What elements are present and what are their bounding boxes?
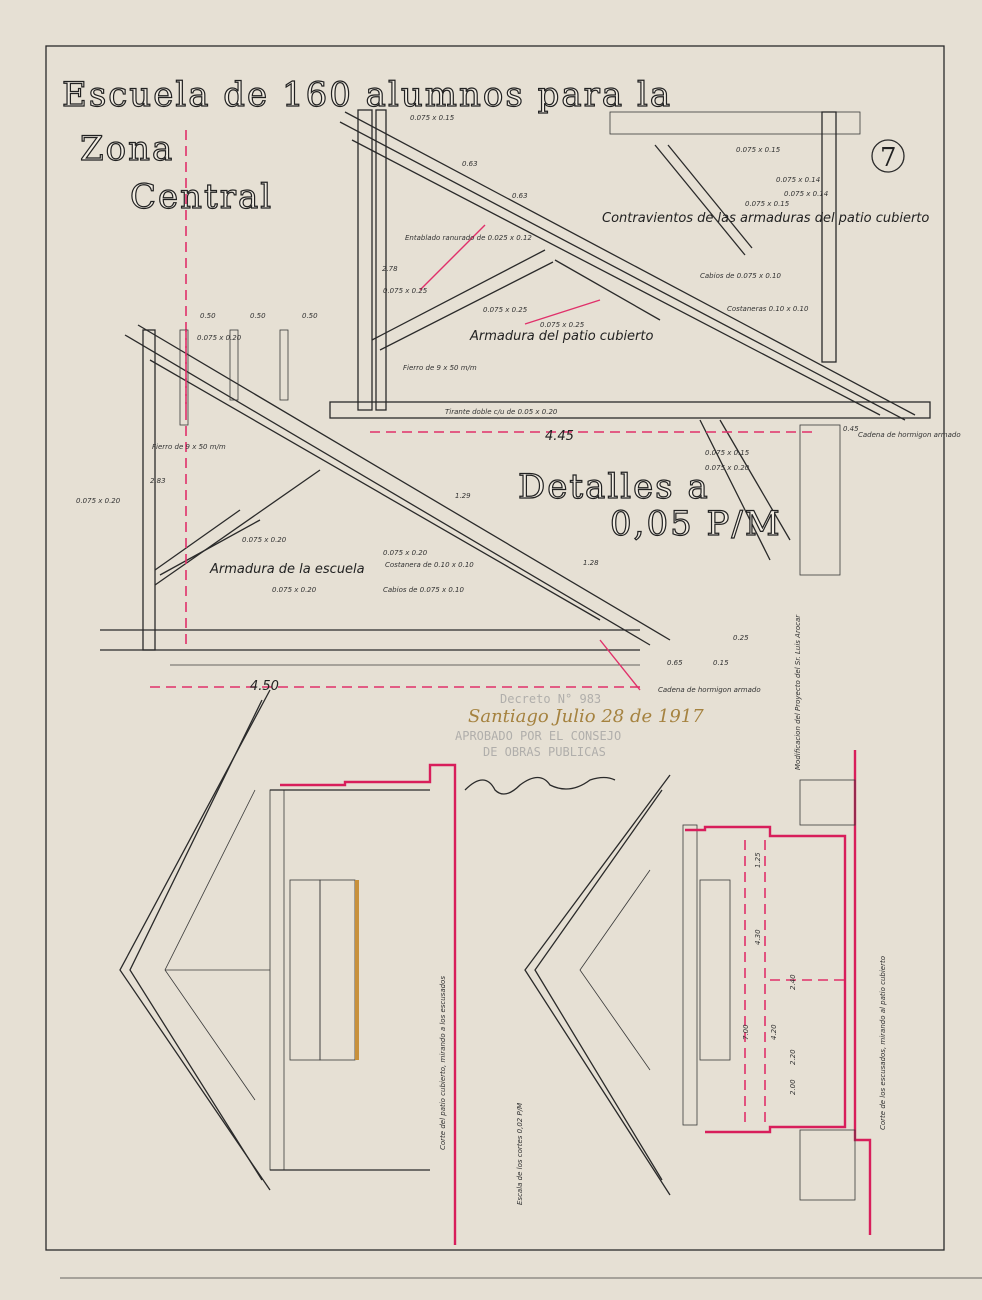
label: 0.25 [733, 634, 749, 642]
label: 0.075 x 0.20 [383, 549, 428, 557]
signature [464, 776, 616, 795]
dimension-span: 4.50 [250, 679, 279, 694]
upper-truss-labels: Armadura del patio cubierto 0.075 x 0.15… [382, 114, 961, 472]
label: 1.29 [455, 492, 471, 500]
dim-label: 2.20 [789, 1049, 797, 1065]
modificacion-note: Modificacion del Proyecto del Sr. Luis A… [794, 614, 802, 770]
label: 1.28 [583, 559, 599, 567]
label: 0.50 [200, 312, 216, 320]
label: 0.075 x 0.25 [383, 287, 428, 295]
label: 0.63 [462, 160, 478, 168]
upper-truss [185, 109, 931, 576]
label: 0.075 x 0.15 [410, 114, 455, 122]
scale-title-line-2: 0,05 P/M [610, 504, 782, 544]
lower-truss-labels: Armadura de la escuela 0.50 0.50 0.50 0.… [76, 312, 761, 694]
label: 0.075 x 0.25 [483, 306, 528, 314]
label: 0.075 x 0.20 [242, 536, 287, 544]
label: 0.075 x 0.20 [76, 497, 121, 505]
lower-truss [100, 324, 671, 691]
dim-label: 4.20 [770, 1024, 778, 1040]
bracing-caption: Contravientos de las armaduras del patio… [602, 211, 929, 226]
label: 0.075 x 0.15 [745, 200, 790, 208]
title-line-3: Central [130, 177, 273, 217]
dimension-span: 4.45 [545, 429, 574, 444]
stamp-line-3: APROBADO POR EL CONSEJO [455, 729, 621, 743]
title-line-2: Zona [80, 129, 174, 169]
label: Costanera de 0.10 x 0.10 [385, 561, 474, 569]
label: 0.50 [250, 312, 266, 320]
label: Fierro de 9 x 50 m/m [152, 443, 226, 451]
sheet-number-badge: 7 [871, 139, 905, 173]
stamp-date: Santiago Julio 28 de 1917 [468, 706, 704, 727]
label: 2.78 [382, 265, 398, 273]
label: Fierro de 9 x 50 m/m [403, 364, 477, 372]
label: 2.83 [150, 477, 166, 485]
corte-patio-caption: Corte del patio cubierto, mirando a los … [439, 976, 447, 1150]
label: Cabios de 0.075 x 0.10 [383, 586, 464, 594]
label: 0.075 x 0.15 [736, 146, 781, 154]
dim-label: 4.30 [754, 929, 762, 945]
dim-label: 2.40 [789, 974, 797, 990]
label: 0.50 [302, 312, 318, 320]
label: 0.075 x 0.25 [540, 321, 585, 329]
sheet-number: 7 [880, 143, 897, 173]
label: Costaneras 0.10 x 0.10 [727, 305, 809, 313]
label: Cadena de hormigon armado [658, 686, 761, 694]
sheet-title: Escuela de 160 alumnos para la Zona Cent… [61, 74, 672, 217]
label: 0.075 x 0.20 [705, 464, 750, 472]
lower-truss-caption: Armadura de la escuela [209, 562, 365, 577]
approval-stamp: Decreto N° 983 Santiago Julio 28 de 1917… [455, 692, 704, 795]
stamp-line-1: Decreto N° 983 [500, 692, 601, 706]
scale-title-line-1: Detalles a [518, 467, 710, 507]
label: Tirante doble c/u de 0.05 x 0.20 [445, 408, 558, 416]
upper-truss-caption: Armadura del patio cubierto [469, 329, 654, 344]
stamp-line-4: DE OBRAS PUBLICAS [483, 745, 606, 759]
escala-cortes: Escala de los cortes 0,02 P/M [516, 1103, 524, 1205]
section-patio-cubierto: Corte del patio cubierto, mirando a los … [119, 689, 457, 1245]
label: 0.075 x 0.20 [272, 586, 317, 594]
corte-escusados-caption: Corte de los escusados, mirando al patio… [879, 956, 887, 1130]
dim-label: 2.00 [789, 1079, 797, 1095]
label: 0.45 [843, 425, 859, 433]
label: 0.075 x 0.14 [784, 190, 828, 198]
label: Cadena de hormigon armado [858, 431, 961, 439]
label: Entablado ranurado de 0.025 x 0.12 [405, 234, 532, 242]
label: 0.15 [713, 659, 729, 667]
section-escusados: 1.25 4.30 2.40 7.00 4.20 2.20 2.00 Corte… [524, 750, 887, 1235]
label: Cabios de 0.075 x 0.10 [700, 272, 781, 280]
label: 0.075 x 0.20 [197, 334, 242, 342]
label: 0.65 [667, 659, 683, 667]
sheet-border [45, 45, 945, 1251]
label: 0.075 x 0.14 [776, 176, 820, 184]
title-line-1: Escuela de 160 alumnos para la [62, 75, 672, 115]
dim-label: 7.00 [742, 1024, 750, 1040]
label: 0.63 [512, 192, 528, 200]
label: 0.075 x 0.15 [705, 449, 750, 457]
bracing-detail: Contravientos de las armaduras del patio… [602, 111, 929, 363]
dim-label: 1.25 [754, 852, 762, 868]
scale-title: Detalles a 0,05 P/M [517, 466, 782, 544]
